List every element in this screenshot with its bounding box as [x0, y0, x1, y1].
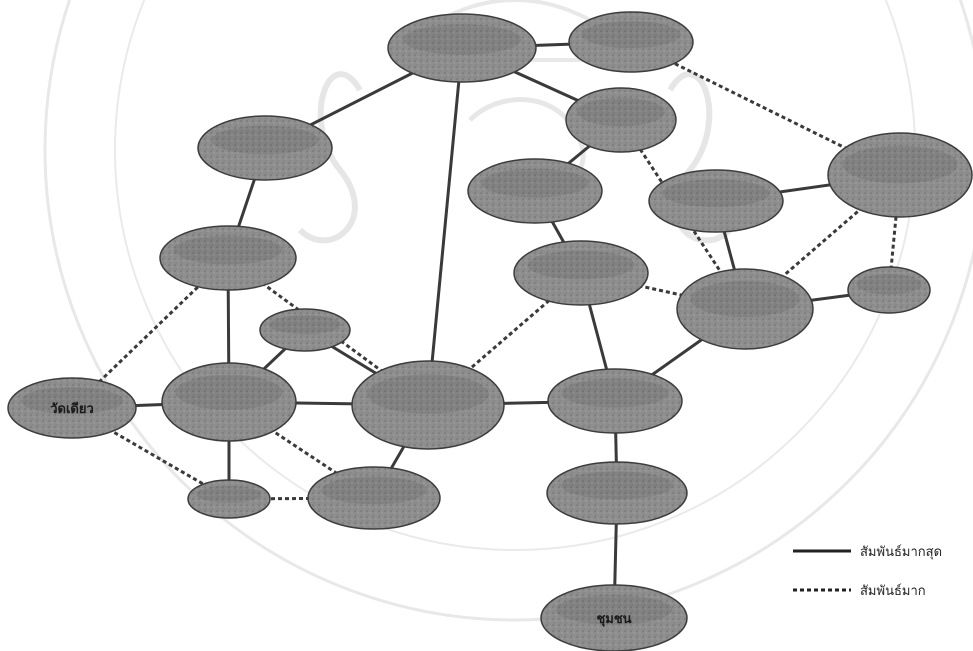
node-shading — [690, 281, 800, 317]
ellipse-node-icon — [387, 13, 537, 83]
dotted-edge-n_topright-n_farright — [630, 40, 901, 177]
node-shading — [269, 315, 341, 335]
ellipse-node-icon — [676, 268, 814, 350]
node-n_farright — [827, 132, 973, 218]
ellipse-node-icon — [351, 360, 505, 450]
solid-edge-n_top-n_center — [426, 47, 464, 406]
node-n_left3 — [161, 362, 297, 442]
node-shading — [561, 378, 669, 408]
ellipse-node-icon — [159, 225, 297, 291]
node-shading — [581, 21, 681, 48]
node-n_right3 — [676, 268, 814, 350]
watermark-seal — [43, 0, 973, 622]
node-n_center1 — [513, 240, 649, 306]
ellipse-node-icon — [540, 584, 688, 651]
node-n_midright — [565, 87, 677, 153]
ellipse-node-icon — [565, 87, 677, 153]
node-n_smallright — [847, 266, 931, 314]
node-n_center — [351, 360, 505, 450]
ellipse-node-icon — [568, 11, 694, 73]
legend: สัมพันธ์มากสุด สัมพันธ์มาก — [793, 544, 942, 599]
ellipse-node-icon — [547, 368, 683, 434]
node-n_midleft — [467, 158, 603, 224]
node-shading — [662, 179, 770, 208]
node-n_topright — [568, 11, 694, 73]
node-n_bottom: ชุมชน — [540, 584, 688, 651]
node-n_small1 — [259, 308, 351, 352]
node-n_bottomleft — [187, 479, 271, 519]
node-shading — [211, 125, 319, 155]
node-shading — [367, 374, 489, 414]
ellipse-node-icon — [546, 461, 688, 525]
ellipse-node-icon — [187, 479, 271, 519]
ellipse-node-icon — [847, 266, 931, 314]
ellipse-node-icon — [648, 169, 784, 233]
ellipse-node-icon — [307, 466, 441, 530]
node-n_bottomright — [546, 461, 688, 525]
ellipse-node-icon — [513, 240, 649, 306]
node-shading — [577, 97, 665, 127]
ellipse-node-icon — [7, 377, 137, 439]
node-shading — [321, 476, 427, 505]
node-shading — [555, 594, 673, 625]
ellipse-node-icon — [467, 158, 603, 224]
node-shading — [527, 250, 635, 280]
node-n_left2 — [159, 225, 297, 291]
ellipse-node-icon — [827, 132, 973, 218]
node-shading — [175, 374, 283, 410]
node-n_top — [387, 13, 537, 83]
node-n_leftedge: วัดเดียว — [7, 377, 137, 439]
node-shading — [481, 168, 589, 198]
nodes-layer: วัดเดียวชุมชน — [7, 11, 973, 651]
node-shading — [196, 485, 262, 503]
node-shading — [173, 235, 283, 265]
ellipse-node-icon — [259, 308, 351, 352]
node-n_leftupper — [197, 115, 333, 181]
node-shading — [402, 24, 522, 55]
node-n_bottommid — [307, 466, 441, 530]
node-shading — [20, 387, 124, 414]
node-shading — [561, 471, 673, 500]
dotted-edge-n_farright-n_smallright — [887, 174, 902, 291]
node-label: วัดเดียว — [50, 401, 94, 417]
ellipse-node-icon — [197, 115, 333, 181]
node-label: ชุมชน — [596, 612, 631, 627]
node-shading — [856, 273, 922, 295]
node-n_right2 — [648, 169, 784, 233]
legend-strongest-label: สัมพันธ์มากสุด — [860, 544, 942, 560]
legend-strong-label: สัมพันธ์มาก — [860, 583, 926, 599]
node-n_rightmid — [547, 368, 683, 434]
ellipse-node-icon — [161, 362, 297, 442]
node-shading — [842, 145, 958, 184]
